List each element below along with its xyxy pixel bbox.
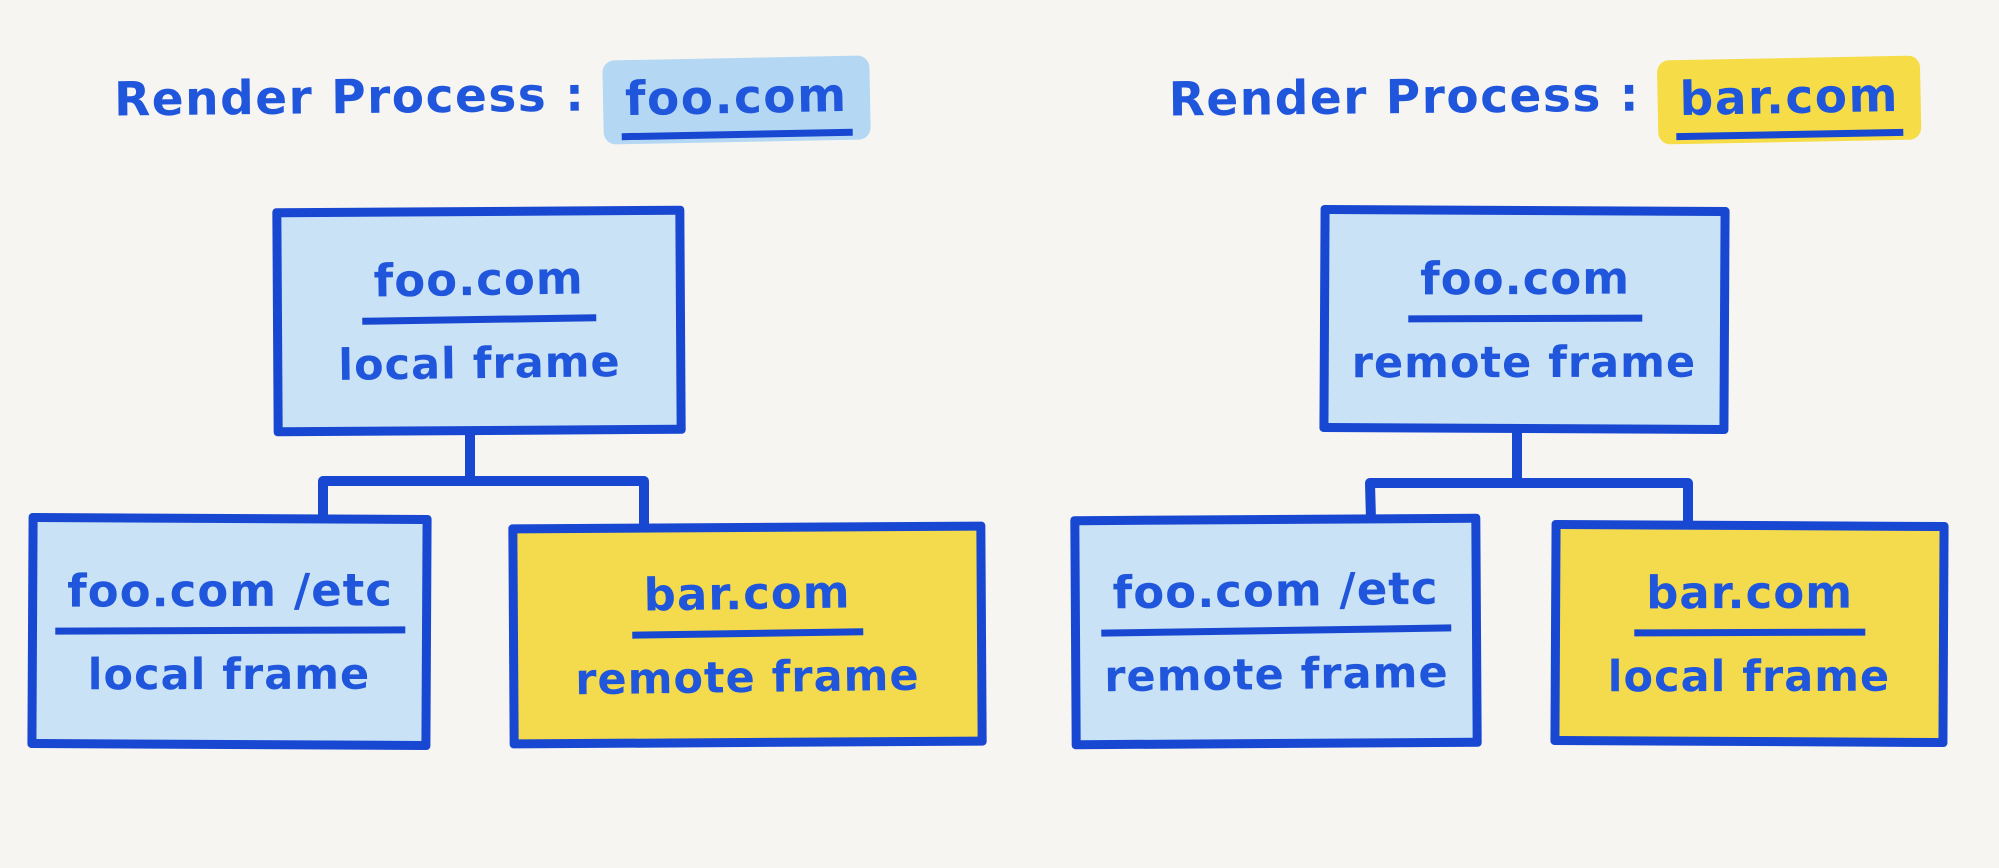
frame-box-root: foo.com local frame <box>272 205 686 437</box>
frame-type-label: local frame <box>88 649 371 700</box>
frame-box-child-local: foo.com /etc local frame <box>27 512 432 751</box>
panel-title: Render Process : bar.com <box>1168 55 1923 145</box>
frame-box-child-local: bar.com local frame <box>1550 519 1949 748</box>
title-site: foo.com <box>620 67 853 141</box>
frame-type-label: local frame <box>337 337 621 391</box>
site-label: foo.com /etc <box>54 562 405 635</box>
site-label: foo.com /etc <box>1100 560 1452 637</box>
frame-type-label: remote frame <box>1103 647 1449 702</box>
site-label: foo.com <box>1407 251 1642 322</box>
site-label: bar.com <box>1634 565 1866 636</box>
frame-type-label: remote frame <box>1352 337 1697 388</box>
title-site-highlight: bar.com <box>1657 55 1923 145</box>
panel-title: Render Process : foo.com <box>113 55 871 145</box>
frame-box-child-remote: foo.com /etc remote frame <box>1070 513 1482 750</box>
title-site-highlight: foo.com <box>602 55 871 145</box>
frame-type-label: remote frame <box>575 650 921 706</box>
title-prefix: Render Process : <box>113 67 586 128</box>
title-site: bar.com <box>1675 67 1905 141</box>
frame-type-label: local frame <box>1608 651 1891 702</box>
site-label: bar.com <box>631 565 864 639</box>
site-label: foo.com <box>361 251 597 325</box>
title-prefix: Render Process : <box>1168 67 1641 128</box>
frame-box-child-remote: bar.com remote frame <box>508 521 987 749</box>
frame-box-root: foo.com remote frame <box>1319 204 1730 435</box>
